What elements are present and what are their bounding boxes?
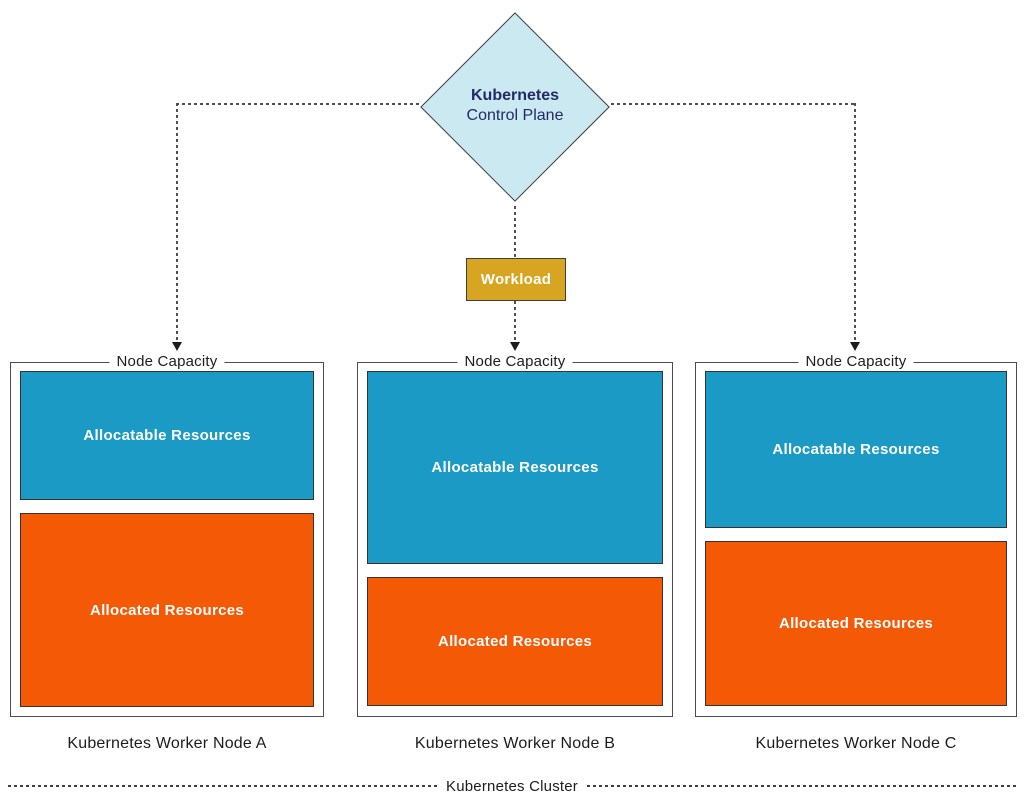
allocated-resources-label: Allocated Resources [89,601,245,619]
node-capacity-box-b: Node Capacity Allocatable Resources Allo… [357,353,673,717]
allocated-resources-label: Allocated Resources [778,615,934,632]
cluster-dashed-line [8,785,437,787]
allocated-resources-box: Allocated Resources [367,577,663,706]
cluster-dashed-line [587,785,1017,787]
node-capacity-box-c: Node Capacity Allocatable Resources Allo… [695,353,1017,717]
connector-left-vertical [176,103,178,342]
allocatable-resources-label: Allocatable Resources [431,459,599,476]
worker-node-c-name: Kubernetes Worker Node C [755,735,957,752]
allocated-resources-label: Allocated Resources [437,633,593,650]
allocatable-resources-box: Allocatable Resources [705,371,1007,528]
allocatable-resources-label: Allocatable Resources [772,441,940,458]
arrow-down-node-c-icon [850,342,860,351]
connector-center-lower [514,301,516,342]
node-capacity-label: Node Capacity [798,353,914,370]
control-plane-label: Kubernetes Control Plane [435,86,595,126]
worker-node-a-name: Kubernetes Worker Node A [67,735,267,752]
connector-left-horizontal [176,103,420,105]
workload-box: Workload [466,258,566,301]
allocated-resources-box: Allocated Resources [20,513,314,707]
arrow-down-node-a-icon [172,342,182,351]
node-capacity-label: Node Capacity [109,353,225,370]
connector-right-horizontal [611,103,855,105]
connector-right-vertical [854,103,856,342]
arrow-down-node-b-icon [510,342,520,351]
allocated-resources-box: Allocated Resources [705,541,1007,706]
node-capacity-label: Node Capacity [457,353,573,370]
allocatable-resources-box: Allocatable Resources [367,371,663,564]
cluster-boundary: Kubernetes Cluster [8,777,1017,795]
connector-center-upper [514,206,516,258]
worker-node-b-name: Kubernetes Worker Node B [414,735,616,752]
control-plane-subtitle: Control Plane [466,107,564,124]
allocatable-resources-box: Allocatable Resources [20,371,314,500]
node-capacity-box-a: Node Capacity Allocatable Resources Allo… [10,353,324,717]
control-plane-title: Kubernetes [470,87,560,104]
cluster-label: Kubernetes Cluster [446,777,579,795]
allocatable-resources-label: Allocatable Resources [83,427,251,444]
